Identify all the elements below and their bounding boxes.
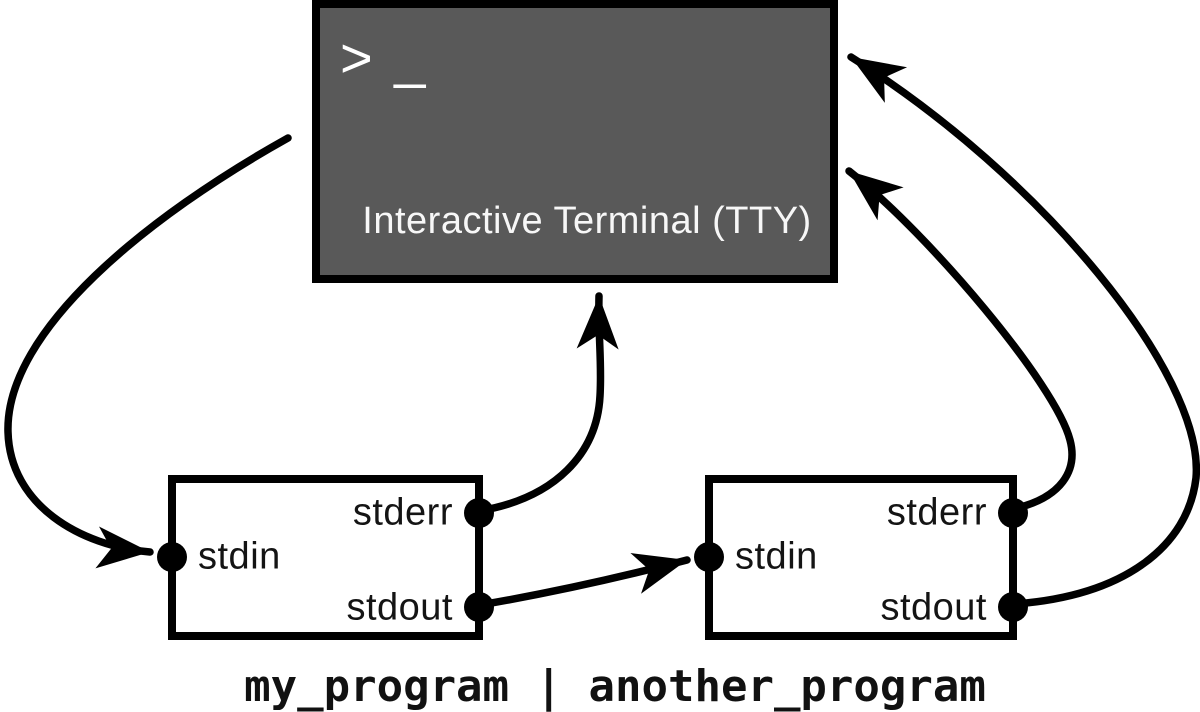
terminal-box: > _ Interactive Terminal (TTY) — [312, 0, 838, 283]
another-program-stdout-label: stdout — [880, 586, 987, 629]
shell-command-caption: my_program | another_program — [244, 661, 986, 712]
arrow-my-program-stdout-to-another-program-stdin — [476, 553, 691, 609]
program-box-my-program: stdin stderr stdout — [168, 475, 483, 640]
terminal-title: Interactive Terminal (TTY) — [362, 200, 812, 242]
program-box-another-program: stdin stderr stdout — [705, 475, 1017, 640]
my-program-stderr-label: stderr — [352, 491, 453, 534]
arrow-my-program-stderr-to-terminal — [475, 292, 619, 515]
arrow-another-program-stderr-to-terminal — [845, 167, 1076, 513]
my-program-stdout-label: stdout — [346, 586, 453, 629]
my-program-stdin-label: stdin — [198, 535, 281, 578]
terminal-prompt: > _ — [340, 26, 429, 89]
another-program-stdin-label: stdin — [735, 535, 818, 578]
another-program-stderr-label: stderr — [886, 491, 987, 534]
